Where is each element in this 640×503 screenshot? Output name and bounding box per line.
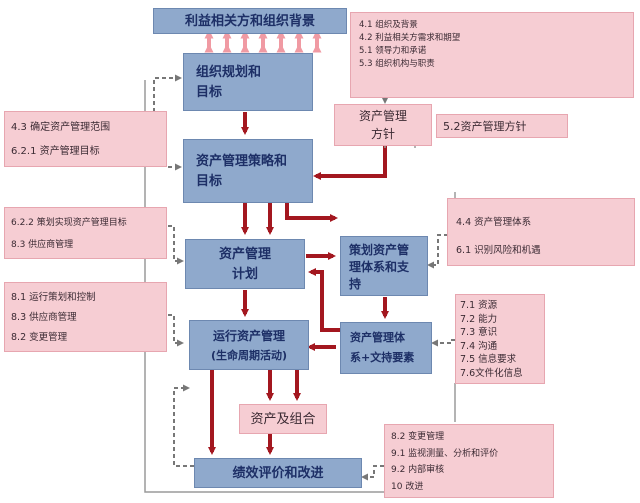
note-left-plan: 6.2.2 策划实现资产管理目标 8.3 供应商管理	[4, 207, 167, 259]
note-top-right-line-2: 4.2 利益相关方需求和期望	[359, 33, 461, 43]
strategy-box: 资产管理策略和 目标	[183, 139, 313, 203]
planning-system-line-2: 理体系和支	[349, 260, 410, 274]
note-right-support-line-4: 7.4 沟通	[460, 340, 498, 352]
org-plan-line-2: 目标	[196, 85, 223, 100]
evaluate-box: 绩效评价和改进	[194, 458, 362, 488]
system-support-line-2: 系+文持要素	[350, 351, 415, 364]
note-right-support-line-3: 7.3 意识	[460, 327, 498, 338]
system-support-line-1: 资产管理体	[350, 331, 405, 344]
note-right-support-line-6: 7.6文件化信息	[460, 367, 523, 379]
note-bottom-right-line-3: 9.2 内部审核	[391, 465, 445, 475]
portfolio-label: 资产及组合	[250, 412, 316, 427]
note-left-ops: 8.1 运行策划和控制 8.3 供应商管理 8.2 变更管理	[4, 282, 167, 352]
strategy-line-1: 资产管理策略和	[196, 154, 288, 169]
policy-line-2: 方针	[370, 127, 395, 141]
note-right-support: 7.1 资源 7.2 能力 7.3 意识 7.4 沟通 7.5 信息要求 7.6…	[455, 294, 545, 384]
note-left-plan-line-2: 8.3 供应商管理	[11, 240, 74, 250]
stakeholder-arrows	[204, 29, 322, 53]
note-bottom-right: 8.2 变更管理 9.1 监视测量、分析和评价 9.2 内部审核 10 改进	[384, 424, 554, 498]
evaluate-label: 绩效评价和改进	[232, 466, 324, 481]
stakeholders-label: 利益相关方和组织背景	[184, 14, 315, 29]
note-left-ops-line-1: 8.1 运行策划和控制	[11, 292, 96, 303]
note-right-system-line-1: 4.4 资产管理体系	[456, 217, 532, 228]
planning-system-line-1: 策划资产管	[349, 243, 410, 257]
note-left-ops-line-2: 8.3 供应商管理	[11, 312, 77, 323]
note-bottom-right-line-2: 9.1 监视测量、分析和评价	[391, 448, 499, 459]
planning-system-line-3: 持	[349, 277, 362, 291]
note-right-support-line-5: 7.5 信息要求	[460, 354, 517, 365]
org-plan-box: 组织规划和 目标	[183, 53, 313, 111]
note-top-right-line-4: 5.3 组织机构与职责	[359, 59, 435, 69]
note-right-system-line-2: 6.1 识别风险和机遇	[456, 245, 541, 256]
note-right-support-line-1: 7.1 资源	[460, 300, 498, 311]
main-flow-arrows	[208, 112, 389, 455]
note-left-scope: 4.3 确定资产管理范围 6.2.1 资产管理目标	[4, 111, 167, 167]
operate-line-1: 运行资产管理	[212, 329, 285, 343]
note-right-system: 4.4 资产管理体系 6.1 识别风险和机遇	[447, 198, 635, 266]
note-policy-ref: 5.2资产管理方针	[436, 114, 568, 138]
operate-line-2: (生命周期活动)	[210, 349, 288, 362]
note-top-right: 4.1 组织及背景 4.2 利益相关方需求和期望 5.1 领导力和承诺 5.3 …	[350, 12, 634, 98]
note-bottom-right-line-4: 10 改进	[391, 481, 424, 492]
note-bottom-right-line-1: 8.2 变更管理	[391, 432, 445, 442]
note-right-support-line-2: 7.2 能力	[460, 313, 498, 325]
note-left-ops-line-3: 8.2 变更管理	[11, 332, 68, 343]
planning-system-box: 策划资产管 理体系和支 持	[340, 236, 428, 296]
stakeholders-box: 利益相关方和组织背景	[153, 8, 347, 34]
portfolio-box: 资产及组合	[239, 404, 327, 434]
operate-box: 运行资产管理 (生命周期活动)	[189, 320, 309, 370]
plan-line-2: 计划	[231, 267, 258, 282]
plan-box: 资产管理 计划	[185, 239, 305, 289]
note-left-scope-line-2: 6.2.1 资产管理目标	[11, 146, 100, 157]
note-policy-ref-label: 5.2资产管理方针	[443, 120, 527, 133]
org-plan-line-1: 组织规划和	[196, 65, 262, 80]
note-left-plan-line-1: 6.2.2 策划实现资产管理目标	[11, 218, 127, 228]
policy-box: 资产管理 方针	[334, 104, 432, 146]
note-top-right-line-1: 4.1 组织及背景	[359, 20, 418, 30]
plan-line-1: 资产管理	[218, 247, 271, 262]
strategy-line-2: 目标	[196, 174, 223, 189]
note-top-right-line-3: 5.1 领导力和承诺	[359, 46, 427, 56]
system-support-box: 资产管理体 系+文持要素	[340, 322, 432, 374]
note-left-scope-line-1: 4.3 确定资产管理范围	[11, 122, 111, 133]
policy-line-1: 资产管理	[358, 109, 407, 123]
